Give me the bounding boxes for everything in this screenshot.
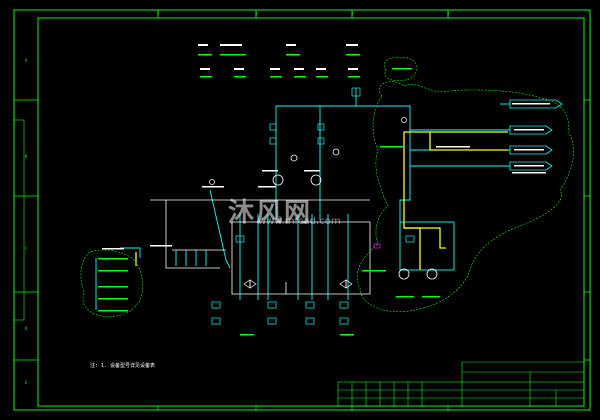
equipment-marker bbox=[373, 243, 381, 249]
col-marker-2: 2 bbox=[157, 11, 160, 16]
title-block bbox=[337, 361, 585, 407]
main-tank bbox=[150, 199, 371, 295]
watermark-logo: 沐风网 bbox=[228, 198, 313, 228]
outlet-arrows bbox=[509, 99, 563, 171]
instrument-icon bbox=[211, 87, 415, 325]
watermark-url: www.mfcad.com bbox=[258, 216, 341, 227]
yellow-pipes bbox=[135, 131, 508, 270]
row-marker-d: D bbox=[25, 326, 28, 331]
left-cloud-labels bbox=[98, 245, 172, 312]
pump-icon bbox=[272, 148, 438, 280]
cloud-boundary-icon bbox=[80, 57, 574, 317]
col-marker-3: 3 bbox=[255, 11, 258, 16]
upper-labels bbox=[198, 44, 358, 70]
right-labels bbox=[202, 68, 550, 336]
col-marker-5: 5 bbox=[447, 11, 450, 16]
grid-ticks bbox=[14, 10, 590, 410]
col-marker-4: 4 bbox=[351, 11, 354, 16]
drawing-note: 注: 1. 设备型号详见设备表 bbox=[90, 363, 156, 369]
valve-icon bbox=[209, 117, 407, 289]
row-marker-b: B bbox=[25, 154, 28, 159]
inner-border bbox=[37, 17, 585, 407]
row-marker-a: A bbox=[25, 58, 28, 63]
row-marker-c: C bbox=[25, 246, 28, 251]
upper-label-values bbox=[198, 54, 360, 78]
row-marker-e: E bbox=[25, 380, 28, 385]
binding-strip bbox=[13, 119, 25, 321]
